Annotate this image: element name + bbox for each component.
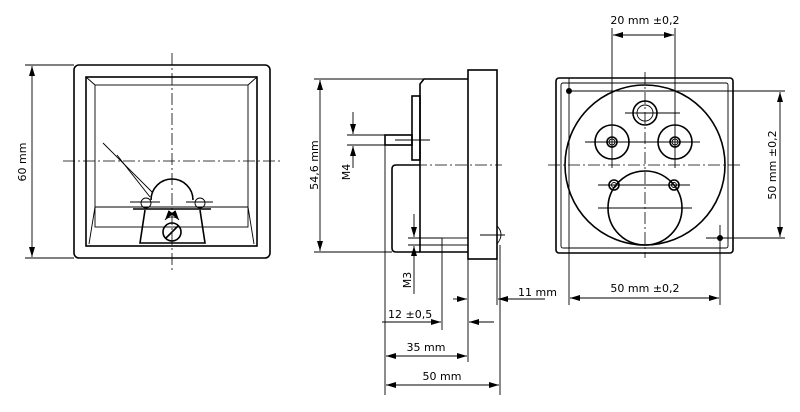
thread-m3-label: M3 xyxy=(401,272,414,289)
flange-depth-label: 11 mm xyxy=(518,286,557,299)
rear-view: 20 mm ±0,2 50 mm ±0,2 50 mm ±0,2 xyxy=(548,14,785,305)
side-height-label: 54,6 mm xyxy=(308,140,321,189)
zero-adjust-screw-icon xyxy=(162,222,182,242)
front-view: 60 mm xyxy=(16,53,280,270)
total-depth-label: 50 mm xyxy=(423,370,462,383)
needle xyxy=(102,142,154,198)
hole-spacing-vertical-label: 50 mm ±0,2 xyxy=(766,130,779,199)
movement-dome xyxy=(150,178,194,201)
front-height-label: 60 mm xyxy=(16,143,29,182)
thread-m4-label: M4 xyxy=(340,164,353,181)
hole-spacing-horizontal-label: 50 mm ±0,2 xyxy=(610,282,679,295)
body-depth-label: 35 mm xyxy=(407,341,446,354)
side-view: 54,6 mm M4 M3 11 mm 12 ±0,5 35 mm 50 mm xyxy=(308,69,557,395)
terminal-spacing-label: 20 mm ±0,2 xyxy=(610,14,679,27)
terminal-length-label: 12 ±0,5 xyxy=(388,308,432,321)
